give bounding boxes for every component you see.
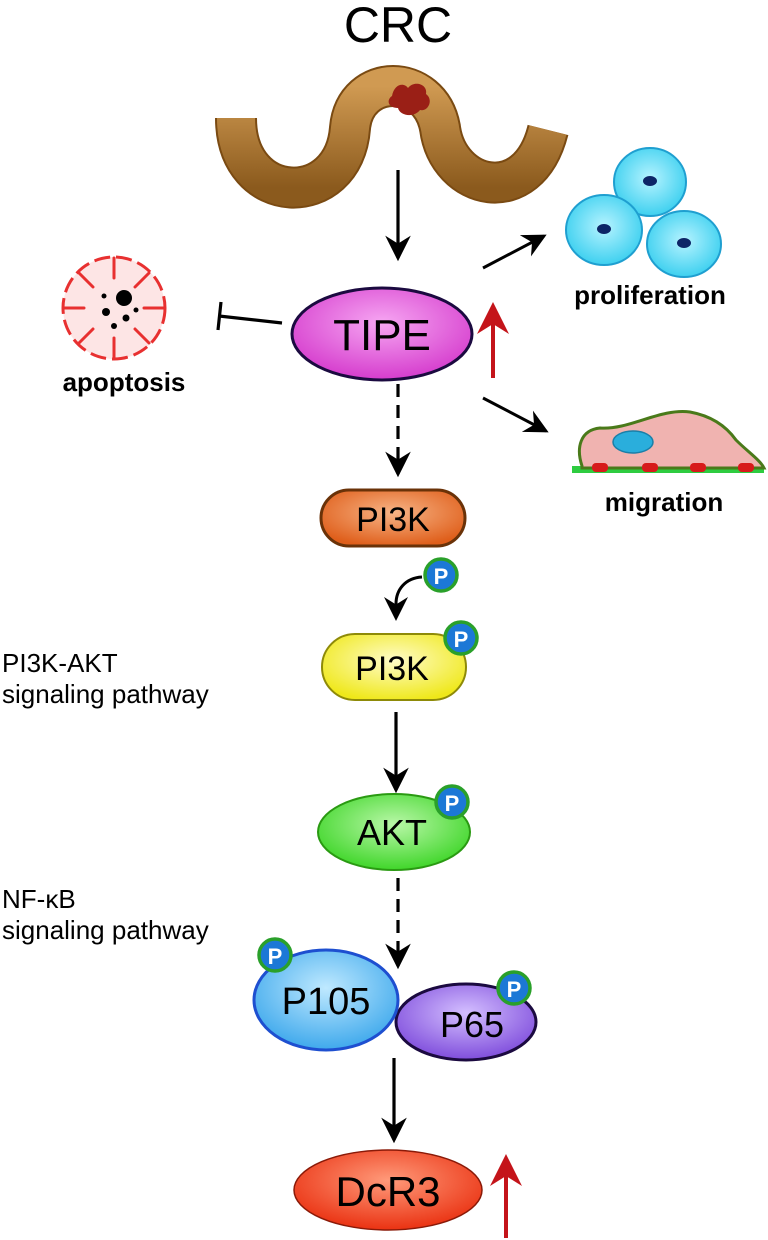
phospho-badge-akt: P <box>434 784 470 820</box>
phospho-pi3k-label: PI3K <box>355 650 429 688</box>
pi3k-akt-pathway-line2: signaling pathway <box>2 679 209 709</box>
inhibition-tipe-apoptosis <box>216 301 283 331</box>
phosphorylation-arrow-pi3k <box>384 575 423 621</box>
tipe-label: TIPE <box>333 311 431 360</box>
arrow-tipe-to-migration <box>482 396 549 433</box>
phospho-badge-p65: P <box>496 970 532 1006</box>
pi3k-akt-pathway-label: PI3K-AKT signaling pathway <box>2 648 209 710</box>
phospho-label-p105: P <box>268 944 283 969</box>
proliferation-label: proliferation <box>574 280 726 310</box>
p65-label: P65 <box>440 1004 504 1045</box>
migrating-cell-illustration <box>572 410 767 473</box>
pi3k-akt-pathway-line1: PI3K-AKT <box>2 648 118 678</box>
colon-illustration <box>215 65 569 209</box>
tipe-node: TIPE <box>290 286 474 382</box>
phospho-label-incoming: P <box>434 564 449 589</box>
nfkb-pathway-line2: signaling pathway <box>2 915 209 945</box>
migration-label: migration <box>605 487 723 517</box>
akt-node: AKT <box>317 793 471 871</box>
nfkb-pathway-line1: NF-κB <box>2 884 76 914</box>
apoptotic-cell-illustration <box>61 255 167 361</box>
phospho-badge-p105: P <box>257 937 293 973</box>
nfkb-pathway-label: NF-κB signaling pathway <box>2 884 209 946</box>
phospho-label-pi3k: P <box>454 627 469 652</box>
pi3k-node: PI3K <box>319 488 467 548</box>
apoptosis-label: apoptosis <box>63 367 186 397</box>
p105-label: P105 <box>282 981 371 1023</box>
pi3k-label: PI3K <box>356 501 430 539</box>
p65-node: P65 <box>394 982 538 1062</box>
diagram-title: CRC <box>344 0 452 53</box>
dcr3-node: DcR3 <box>293 1149 483 1231</box>
p105-node: P105 <box>252 948 400 1052</box>
phospho-badge-pi3k: P <box>443 620 479 656</box>
phospho-label-p65: P <box>507 977 522 1002</box>
arrow-tipe-to-proliferation <box>482 234 547 270</box>
akt-label: AKT <box>357 812 427 853</box>
phospho-pi3k-node: PI3K <box>321 633 467 701</box>
phospho-badge-incoming: P <box>423 557 459 593</box>
phospho-label-akt: P <box>445 791 460 816</box>
dcr3-label: DcR3 <box>335 1168 440 1215</box>
tumor-mass <box>388 83 430 116</box>
proliferating-cells-illustration <box>565 147 722 278</box>
